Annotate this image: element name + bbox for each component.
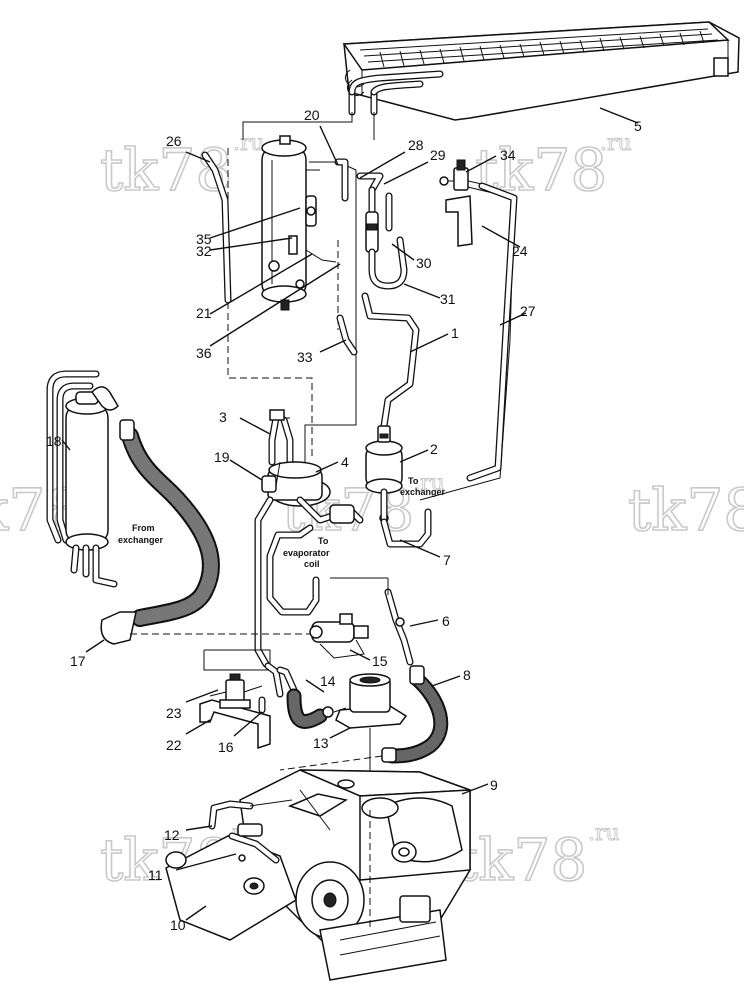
pipe-12 [208, 799, 293, 830]
callout-27: 27 [520, 303, 536, 319]
note-to-evaporator-coil: To evaporator coil [283, 536, 330, 569]
pipe-26 [201, 151, 232, 304]
watermarks: tk78 .ru tk78 .ru tk78 .ru tk78 .ru tk78… [0, 131, 744, 895]
callout-numbers: 1 2 3 4 5 6 7 8 9 10 11 12 13 14 15 16 1… [46, 107, 642, 933]
pipe-6 [330, 577, 414, 666]
pipe-3 [268, 409, 294, 474]
hose-14 [276, 666, 347, 729]
note-from-exchanger: From exchanger [118, 523, 164, 545]
callout-18: 18 [46, 433, 62, 449]
regulator-13 [335, 673, 408, 810]
callout-31: 31 [440, 291, 456, 307]
watermark-suffix: .ru [588, 821, 620, 846]
callout-21: 21 [196, 305, 212, 321]
pipe-1 [361, 292, 420, 430]
note-to-exchanger: To exchanger [400, 476, 446, 497]
callout-14: 14 [320, 673, 336, 689]
callout-32: 32 [196, 243, 212, 259]
hose-8 [279, 665, 449, 771]
three-way-valve [261, 461, 364, 524]
watermark: tk78 [100, 136, 232, 204]
callout-15: 15 [372, 653, 388, 669]
callout-34: 34 [500, 147, 516, 163]
callout-11: 11 [148, 867, 163, 883]
callout-28: 28 [408, 137, 424, 153]
callout-1: 1 [451, 325, 459, 341]
callout-9: 9 [490, 777, 498, 793]
callout-22: 22 [166, 737, 182, 753]
callout-19: 19 [214, 449, 230, 465]
watermark-suffix: .ru [413, 471, 445, 496]
valve-15 [309, 613, 369, 659]
note-text: exchanger [118, 535, 164, 545]
callout-2: 2 [430, 441, 438, 457]
pipe-7 [380, 508, 432, 548]
leader-lines [61, 107, 639, 921]
callout-6: 6 [442, 613, 450, 629]
callout-12: 12 [164, 827, 180, 843]
note-text: exchanger [400, 487, 446, 497]
note-text: From [132, 523, 155, 533]
callout-7: 7 [443, 552, 451, 568]
heat-exchanger-coil [342, 21, 740, 121]
callout-24: 24 [512, 243, 528, 259]
callout-17: 17 [70, 653, 86, 669]
callout-23: 23 [166, 705, 182, 721]
accumulator [365, 425, 403, 524]
watermark-suffix: .ru [600, 131, 632, 156]
tee-fittings [334, 158, 408, 290]
compressor [239, 769, 471, 981]
watermark: tk78 [628, 476, 744, 544]
callout-5: 5 [634, 118, 642, 134]
callout-8: 8 [463, 667, 471, 683]
heat-exchanger-18 [46, 370, 119, 588]
callout-16: 16 [218, 739, 234, 755]
callout-10: 10 [170, 917, 186, 933]
callout-13: 13 [313, 735, 329, 751]
callout-20: 20 [304, 107, 320, 123]
callout-30: 30 [416, 255, 432, 271]
watermark-suffix: .ru [233, 131, 265, 156]
callout-33: 33 [297, 349, 313, 365]
hose-17 [100, 419, 312, 645]
coil-fins [379, 30, 705, 68]
pipe-27 [466, 182, 518, 482]
callout-35: 35 [196, 231, 212, 247]
expansion-valve-34 [439, 159, 483, 247]
note-text: evaporator [283, 548, 330, 558]
callout-4: 4 [341, 454, 349, 470]
pipe-33 [336, 314, 358, 356]
manifold-10 [165, 823, 297, 941]
pipe-lower-loop [254, 496, 320, 668]
watermark: tk78 [455, 826, 587, 894]
note-text: coil [304, 559, 320, 569]
receiver-tank [261, 135, 337, 311]
callout-29: 29 [430, 147, 446, 163]
callout-26: 26 [166, 133, 182, 149]
note-text: To [318, 536, 329, 546]
note-text: To [408, 476, 419, 486]
callout-36: 36 [196, 345, 212, 361]
callout-3: 3 [219, 409, 227, 425]
valve-bracket [199, 649, 284, 750]
